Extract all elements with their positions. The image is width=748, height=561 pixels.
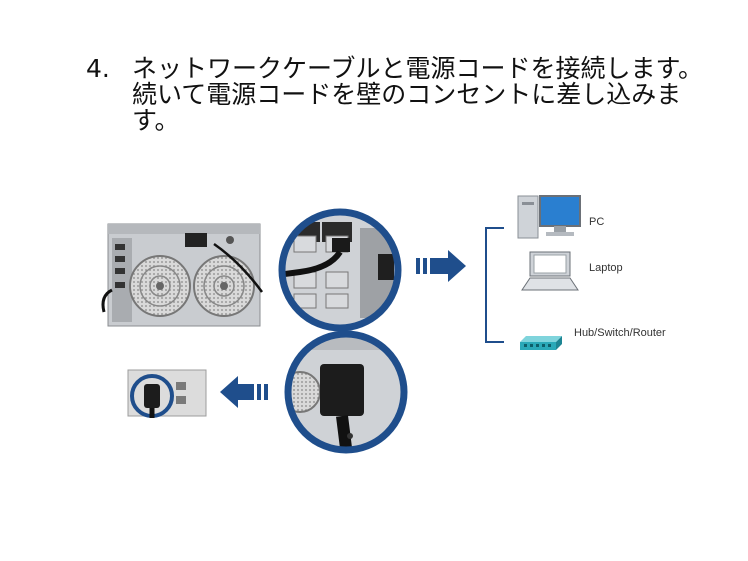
arrow-left-icon xyxy=(220,376,268,408)
power-plug-zoom xyxy=(284,330,408,454)
device-bracket xyxy=(485,227,504,343)
arrow-right-icon xyxy=(416,250,466,282)
fan-right-icon xyxy=(193,255,255,317)
step-number: 4. xyxy=(86,54,110,83)
fan-left-icon xyxy=(129,255,191,317)
lan-port-zoom xyxy=(278,208,402,332)
laptop-label: Laptop xyxy=(589,262,623,274)
wall-outlet-icon xyxy=(127,369,207,418)
instruction-block: 4. ネットワークケーブルと電源コードを接続します。続いて電源コードを壁のコンセ… xyxy=(86,56,706,134)
laptop-icon xyxy=(521,251,579,291)
nas-rear-panel xyxy=(101,223,264,327)
hub-label: Hub/Switch/Router xyxy=(574,327,666,339)
pc-label: PC xyxy=(589,216,605,228)
step-text: ネットワークケーブルと電源コードを接続します。続いて電源コードを壁のコンセントに… xyxy=(132,54,704,135)
hub-icon xyxy=(520,336,562,350)
pc-icon xyxy=(517,195,581,239)
